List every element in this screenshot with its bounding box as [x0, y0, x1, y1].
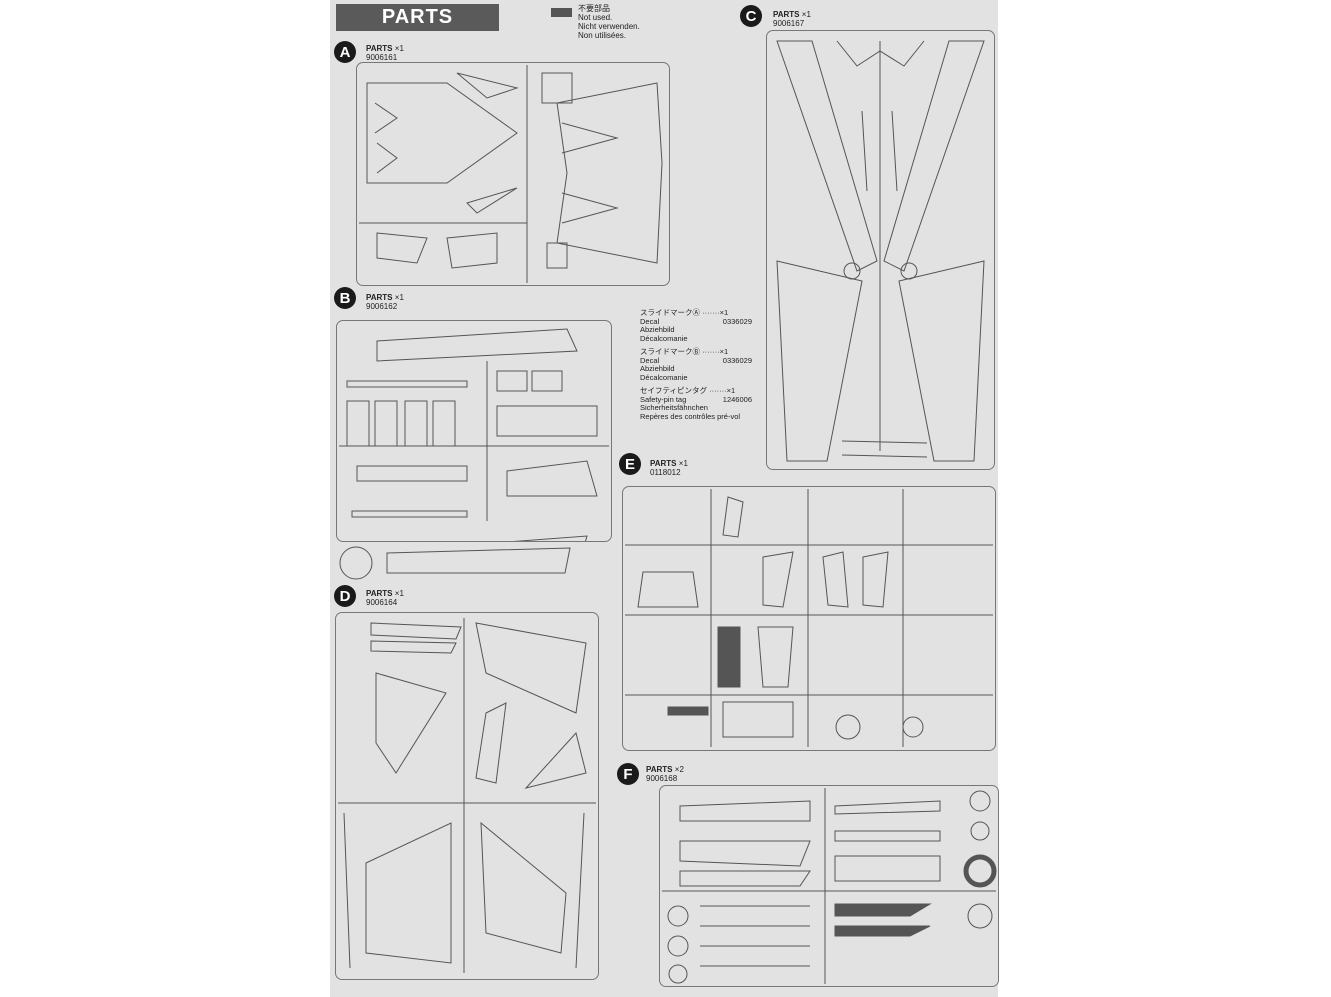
accessory-list: スライドマークⒶ ·······×1 Decal 0336029 Abziehbi… [640, 308, 752, 426]
decal-b-jp: スライドマークⒷ ·······×1 [640, 347, 729, 356]
safety-tag-fr: Repères des contrôles pré-vol [640, 411, 741, 421]
sprue-f-label: PARTS ×2 9006168 [646, 765, 684, 783]
sprue-b-round-part [339, 546, 373, 580]
decal-b-fr: Décalcomanie [640, 372, 688, 382]
legend-line-en: Not used. [578, 13, 613, 22]
decal-b-code: 0336029 [722, 355, 752, 365]
safety-tag-de: Sicherheitsfähnchen [640, 403, 708, 412]
sprue-a-label: PARTS ×1 9006161 [366, 44, 404, 62]
sprue-f-frame [659, 785, 999, 987]
sprue-e-badge: E [619, 453, 641, 475]
safety-tag-en: Safety-pin tag [640, 394, 687, 404]
decal-b-de: Abziehbild [640, 364, 675, 373]
sprue-c-label: PARTS ×1 9006167 [773, 10, 811, 28]
sprue-f-badge: F [617, 763, 639, 785]
legend-line-de: Nicht verwenden. [578, 22, 640, 31]
sprue-b-drawing [339, 328, 609, 541]
sprue-c-drawing [776, 40, 985, 462]
sprue-e-drawing [625, 489, 993, 747]
sprue-b-badge: B [334, 287, 356, 309]
decal-a-entry: スライドマークⒶ ·······×1 Decal 0336029 Abziehbi… [640, 308, 752, 343]
sprue-d-badge: D [334, 585, 356, 607]
decal-a-fr: Décalcomanie [640, 333, 688, 343]
sprue-b-label: PARTS ×1 9006162 [366, 293, 404, 311]
page-title: PARTS [336, 4, 499, 31]
sprue-b-frame [336, 320, 612, 542]
sprue-d-drawing [338, 618, 596, 973]
sprue-f-drawing [662, 788, 997, 984]
decal-a-jp: スライドマークⒶ ·······×1 [640, 308, 729, 317]
not-used-legend: 不要部品 Not used. Nicht verwenden. Non util… [578, 4, 640, 40]
sprue-e-frame [622, 486, 996, 751]
sprue-e-label: PARTS ×1 0118012 [650, 459, 688, 477]
sprue-d-frame [335, 612, 599, 980]
safety-tag-entry: セイフティピンタグ ·······×1 Safety-pin tag 124600… [640, 386, 752, 421]
decal-b-en: Decal [640, 355, 660, 365]
sprue-c-frame [766, 30, 995, 470]
decal-a-en: Decal [640, 316, 660, 326]
sprue-d-label: PARTS ×1 9006164 [366, 589, 404, 607]
safety-tag-code: 1246006 [722, 394, 752, 404]
decal-b-entry: スライドマークⒷ ·······×1 Decal 0336029 Abziehbi… [640, 347, 752, 382]
sprue-a-badge: A [334, 41, 356, 63]
sprue-c-badge: C [740, 5, 762, 27]
decal-a-de: Abziehbild [640, 325, 675, 334]
legend-line-jp: 不要部品 [578, 4, 610, 13]
sprue-a-frame [356, 62, 670, 286]
safety-tag-jp: セイフティピンタグ ·······×1 [640, 386, 736, 395]
legend-line-fr: Non utilisées. [578, 31, 627, 40]
not-used-swatch [551, 8, 572, 17]
sprue-a-drawing [359, 65, 663, 283]
sprue-b-long-part [386, 547, 571, 574]
decal-a-code: 0336029 [722, 316, 752, 326]
